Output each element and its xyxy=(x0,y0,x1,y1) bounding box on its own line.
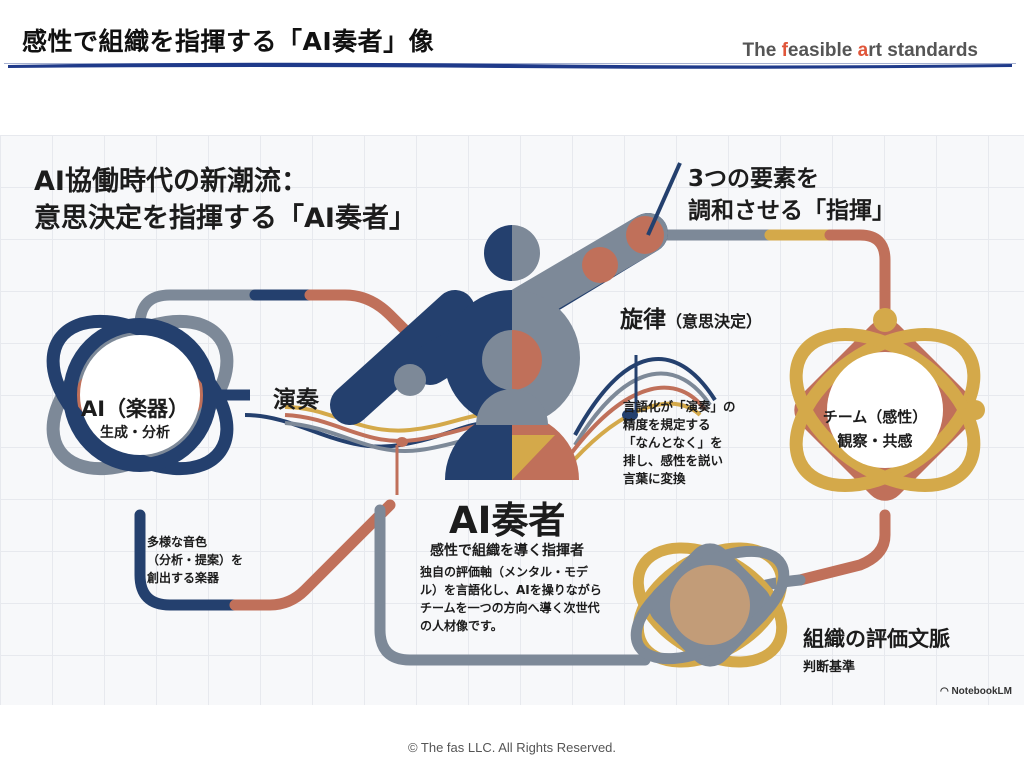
ai-node-subtitle: 生成・分析 xyxy=(100,425,170,441)
team-node-title: チーム（感性） xyxy=(822,408,928,426)
brand-text-2: easible xyxy=(787,40,858,61)
evaluation-context-subtitle: 判断基準 xyxy=(803,660,856,675)
slide-title: 感性で組織を指揮する「AI奏者」像 xyxy=(22,27,435,56)
watermark-text: NotebookLM xyxy=(951,686,1012,697)
conductor-heading-line2: 調和させる「指揮」 xyxy=(688,198,895,224)
ai-desc-line: （分析・提案）を xyxy=(147,553,244,567)
melody-subtitle: （意思決定） xyxy=(666,312,763,331)
team-sensibility-node: チーム（感性） 観察・共感 xyxy=(810,405,940,453)
brand-accent-f: f xyxy=(781,40,788,61)
brand-logo: The feasible art standards xyxy=(743,40,979,62)
melody-description: 言語化が「演奏」の 精度を規定する 「なんとなく」を 排し、感性を説い 言葉に変… xyxy=(623,398,736,488)
notebooklm-icon: ◠ xyxy=(939,686,952,697)
melody-desc-line: 言語化が「演奏」の xyxy=(623,399,736,414)
infographic-panel: AI協働時代の新潮流： 意思決定を指揮する「AI奏者」 3つの要素を 調和させる… xyxy=(0,135,1024,705)
brand-accent-a: a xyxy=(857,40,869,61)
diagram-graphics xyxy=(46,162,985,668)
main-heading-line2: 意思決定を指揮する「AI奏者」 xyxy=(34,203,416,234)
title-underline-brush xyxy=(4,62,1016,69)
ai-node-title: AI（楽器） xyxy=(80,397,190,421)
conductor-heading: 3つの要素を 調和させる「指揮」 xyxy=(688,163,895,227)
melody-desc-line: 精度を規定する xyxy=(623,417,711,432)
brand-text-1: The xyxy=(742,40,782,61)
ai-player-description: 独自の評価軸（メンタル・モデ ル）を言語化し、AIを操りながら チームを一つの方… xyxy=(420,563,602,635)
ai-instrument-node: AI（楽器） 生成・分析 xyxy=(80,397,190,445)
conductor-heading-line1: 3つの要素を xyxy=(688,166,820,192)
ai-player-subtitle: 感性で組織を導く指揮者 xyxy=(430,543,584,559)
center-desc-line: 独自の評価軸（メンタル・モデ xyxy=(420,565,589,579)
main-heading-line1: AI協働時代の新潮流： xyxy=(34,166,308,197)
ai-description: 多様な音色 （分析・提案）を 創出する楽器 xyxy=(147,533,243,587)
team-node-subtitle: 観察・共感 xyxy=(837,432,913,450)
center-desc-line: ル）を言語化し、AIを操りながら xyxy=(420,583,602,597)
notebooklm-watermark: ◠ NotebookLM xyxy=(940,686,1012,697)
copyright-footer: © The fas LLC. All Rights Reserved. xyxy=(407,740,617,755)
melody-desc-line: 「なんとなく」を xyxy=(623,435,723,450)
evaluation-context-title: 組織の評価文脈 xyxy=(803,627,950,651)
melody-title: 旋律 xyxy=(620,307,666,333)
melody-desc-line: 排し、感性を説い xyxy=(623,453,724,468)
ai-desc-line: 創出する楽器 xyxy=(147,571,220,585)
ai-player-title: AI奏者 xyxy=(449,499,566,542)
melody-label: 旋律（意思決定） xyxy=(620,300,762,334)
brand-text-3: rt standards xyxy=(868,40,978,61)
melody-desc-line: 言葉に変換 xyxy=(623,471,686,486)
main-heading: AI協働時代の新潮流： 意思決定を指揮する「AI奏者」 xyxy=(34,163,416,237)
perform-label: 演奏 xyxy=(273,387,319,413)
center-desc-line: チームを一つの方向へ導く次世代 xyxy=(420,601,600,615)
ai-desc-line: 多様な音色 xyxy=(147,535,208,549)
center-desc-line: の人材像です。 xyxy=(420,619,503,633)
